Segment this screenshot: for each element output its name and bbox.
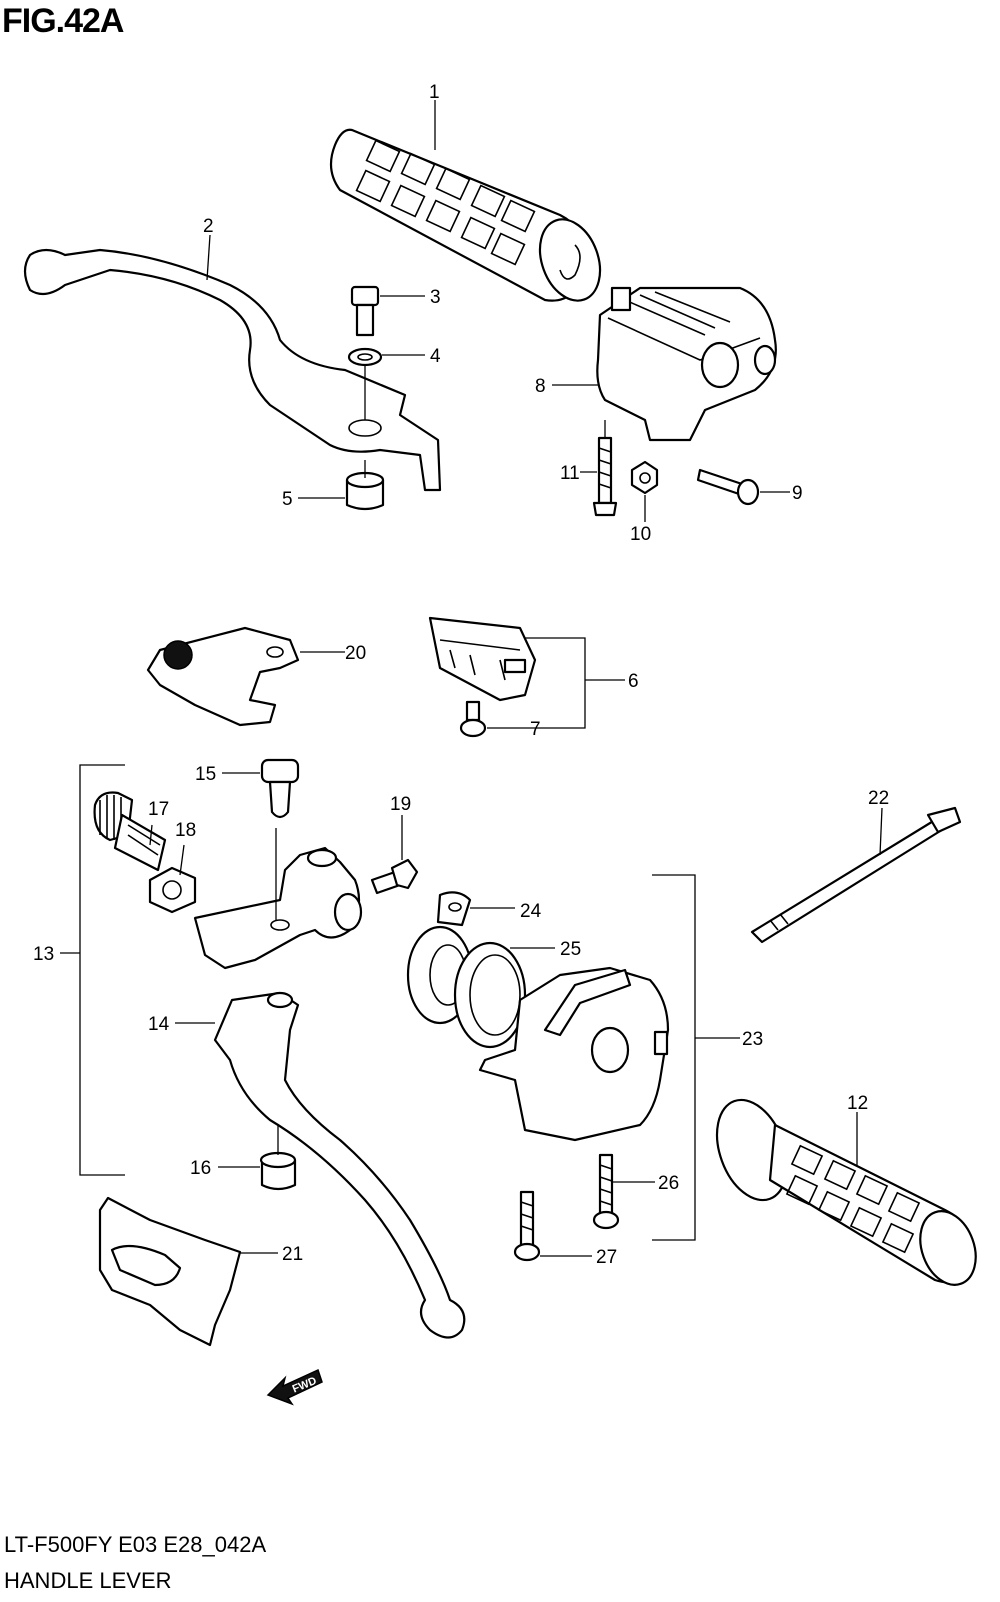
switch-housing-upper-part: [596, 286, 777, 442]
callout-14: 14: [148, 1014, 170, 1035]
callout-3: 3: [430, 287, 441, 308]
switch-6-part: [428, 616, 537, 702]
callout-21: 21: [282, 1244, 303, 1265]
lever-14-part: [213, 991, 466, 1339]
grip-right-part: [329, 128, 602, 302]
callout-22: 22: [868, 788, 889, 809]
callout-11: 11: [560, 463, 580, 484]
callout-5: 5: [282, 489, 293, 510]
fwd-arrow: FWD: [266, 1368, 323, 1406]
callout-4: 4: [430, 346, 441, 367]
callout-1: 1: [429, 82, 440, 103]
callout-15: 15: [195, 764, 216, 785]
brake-lever-upper-part: [23, 248, 442, 492]
callout-7: 7: [530, 719, 541, 740]
ring-25-part: [406, 925, 527, 1049]
fig-title: FIG.42A: [2, 2, 124, 40]
bolt-3-part: [350, 285, 380, 337]
callout-6: 6: [628, 671, 639, 692]
screw-26-part: [592, 1153, 620, 1230]
bolt-19-part: [370, 858, 419, 895]
callout-12: 12: [847, 1093, 868, 1114]
screw-7-part: [459, 700, 487, 738]
callout-17: 17: [148, 799, 169, 820]
callout-numbers: 1 2 3 4 5 6 7 8 9 10 11 12 13 14 15 16 1…: [33, 82, 889, 1268]
screw-27-part: [513, 1190, 541, 1262]
lever-holder-part: [193, 846, 363, 970]
nut-5-part: [345, 471, 385, 511]
leader-lines: [60, 100, 883, 1257]
cover-21-part: [98, 1196, 242, 1347]
locknut-18-part: [148, 866, 197, 914]
callout-27: 27: [596, 1247, 617, 1268]
callout-18: 18: [175, 820, 196, 841]
screw-9-part: [696, 468, 760, 506]
screw-11-part: [592, 436, 618, 517]
grip-left-part: [715, 1098, 977, 1286]
model-code: LT-F500FY E03 E28_042A: [4, 1532, 267, 1557]
callout-25: 25: [560, 939, 581, 960]
callout-10: 10: [630, 524, 651, 545]
fwd-label: FWD: [291, 1375, 319, 1396]
callout-23: 23: [742, 1029, 763, 1050]
cable-tie-22-part: [750, 806, 962, 944]
washer-4-part: [347, 347, 383, 367]
nut-10-part: [630, 460, 659, 495]
callout-13: 13: [33, 944, 54, 965]
callout-16: 16: [190, 1158, 211, 1179]
callout-26: 26: [658, 1173, 679, 1194]
callout-20: 20: [345, 643, 366, 664]
bolt-15-part: [260, 758, 300, 819]
callout-19: 19: [390, 794, 411, 815]
clamp-24-part: [436, 891, 472, 927]
callout-8: 8: [535, 376, 546, 397]
nut-16-part: [259, 1151, 297, 1191]
callout-2: 2: [203, 216, 214, 237]
switch-housing-lower-part: [478, 966, 670, 1142]
adjuster-17-part: [93, 791, 167, 872]
callout-9: 9: [792, 483, 803, 504]
section-name: HANDLE LEVER: [4, 1568, 172, 1593]
bracket-20-part: [146, 626, 300, 727]
callout-24: 24: [520, 901, 542, 922]
